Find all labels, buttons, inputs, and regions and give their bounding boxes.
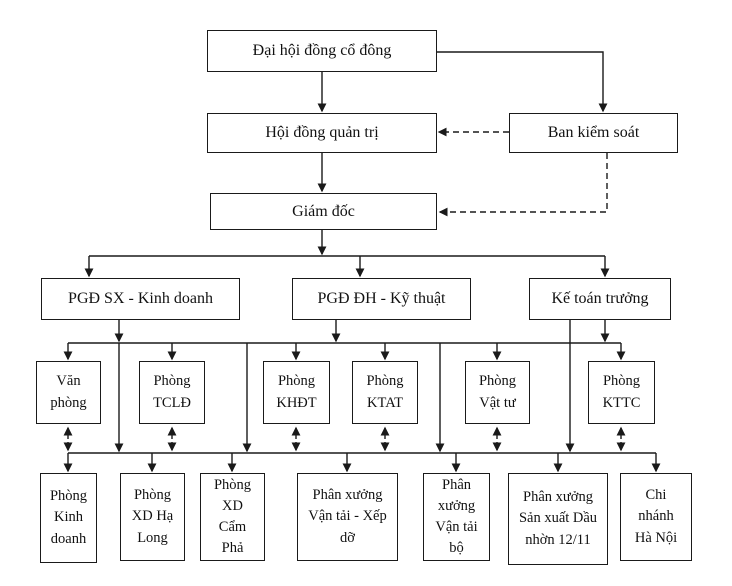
edge-shareholders-supervisory [437, 51, 608, 113]
org-box-board: Hội đồng quản trị [207, 113, 437, 153]
org-box-supervisory: Ban kiểm soát [509, 113, 678, 153]
org-box-kttc: Phòng KTTC [588, 361, 655, 424]
org-box-xd-cam-pha: Phòng XD Cẩm Phả [200, 473, 265, 561]
dashed-edge-supervisory-director [438, 153, 608, 217]
org-box-shareholders: Đại hội đồng cổ đông [207, 30, 437, 72]
org-box-pgd-dh: PGĐ ĐH - Kỹ thuật [292, 278, 471, 320]
org-box-van-phong: Văn phòng [36, 361, 101, 424]
org-box-px-van-tai-bo: Phân xưởng Vận tải bộ [423, 473, 490, 561]
org-box-tcld: Phòng TCLĐ [139, 361, 205, 424]
org-box-pgd-sx: PGĐ SX - Kinh doanh [41, 278, 240, 320]
org-box-kinh-doanh: Phòng Kinh doanh [40, 473, 97, 563]
org-box-px-van-tai-xep-do: Phân xưởng Vận tải - Xếp dỡ [297, 473, 398, 561]
org-box-px-dau-nhon: Phân xưởng Sản xuất Dầu nhờn 12/11 [508, 473, 608, 565]
org-box-vat-tu: Phòng Vật tư [465, 361, 530, 424]
org-box-ktat: Phòng KTAT [352, 361, 418, 424]
org-box-khdt: Phòng KHĐT [263, 361, 330, 424]
org-box-chief-accountant: Kế toán trưởng [529, 278, 671, 320]
org-box-xd-ha-long: Phòng XD Hạ Long [120, 473, 185, 561]
org-box-chi-nhanh-ha-noi: Chi nhánh Hà Nội [620, 473, 692, 561]
org-box-director: Giám đốc [210, 193, 437, 230]
